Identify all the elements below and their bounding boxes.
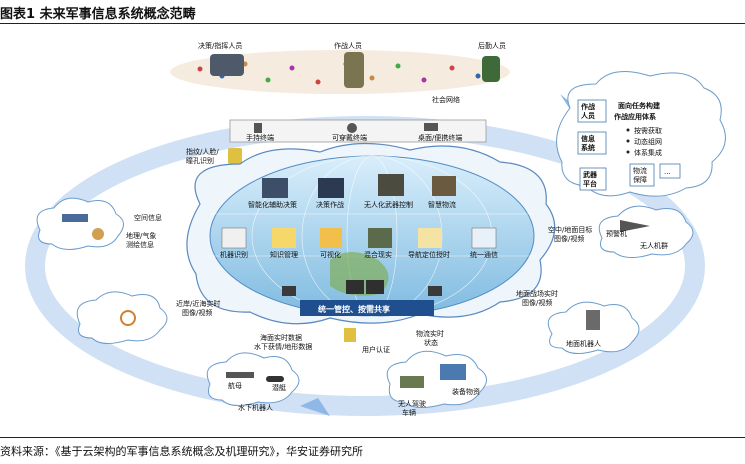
app-knowledge-label: 知识管理 bbox=[270, 250, 298, 259]
panel-box-weapon-label-1: 武器 bbox=[583, 170, 598, 179]
globe-app-row1 bbox=[262, 174, 456, 198]
unmanned-vehicle-label-1: 无人驾驶 bbox=[398, 399, 426, 408]
equipment-label: 装备物资 bbox=[452, 387, 480, 396]
crowd-dots bbox=[197, 61, 481, 85]
satellite-icon bbox=[62, 214, 88, 222]
submarine-label: 潜艇 bbox=[272, 383, 286, 392]
commander-figure bbox=[210, 54, 244, 76]
wearable-icon bbox=[347, 123, 357, 133]
app-recognition-label: 机器识别 bbox=[220, 250, 248, 259]
globe-banner-box bbox=[300, 300, 434, 316]
nearshore-label-2: 图像/视频 bbox=[182, 308, 212, 317]
panel-box-weapon-label-2: 平台 bbox=[583, 179, 597, 188]
bullet-dot-2 bbox=[626, 139, 630, 143]
logistics-label-1: 物流实时 bbox=[416, 329, 444, 338]
figure-title: 图表1 未来军事信息系统概念范畴 bbox=[0, 7, 196, 22]
vehicle-icon bbox=[400, 376, 424, 388]
flow-arrow-bottom bbox=[300, 398, 330, 416]
terminal-bar bbox=[229, 119, 487, 143]
ring-device-icon bbox=[120, 310, 136, 326]
panel-box-logistics-label-2: 保障 bbox=[633, 175, 647, 184]
air-ground-label-2: 图像/视频 bbox=[554, 234, 584, 243]
user-auth-label: 用户认证 bbox=[362, 345, 390, 354]
geo-info-label-2: 测绘信息 bbox=[126, 240, 154, 249]
soldier-figure bbox=[344, 52, 364, 88]
panel-box-logistics-label-1: 物流 bbox=[633, 166, 647, 175]
panel-bullet-2: 动态组网 bbox=[634, 137, 662, 146]
social-network-label: 社会网络 bbox=[432, 95, 460, 104]
ocean-cloud bbox=[206, 352, 300, 406]
handheld-icon bbox=[254, 123, 262, 133]
bullet-dot-3 bbox=[626, 150, 630, 154]
terminal-handheld-label: 手持终端 bbox=[246, 133, 274, 142]
app-smart-decision-label: 智能化辅助决策 bbox=[248, 200, 297, 209]
ground-robot-label: 地面机器人 bbox=[566, 339, 601, 348]
containers-icon bbox=[440, 364, 466, 380]
app-visualization-label: 可视化 bbox=[320, 250, 341, 259]
panel-box-logistics bbox=[629, 163, 655, 187]
dish-icon bbox=[92, 228, 104, 240]
server-icons bbox=[282, 280, 442, 296]
bullet-dot-1 bbox=[626, 128, 630, 132]
ground-battle-label-2: 图像/视频 bbox=[522, 298, 552, 307]
panel-box-personnel bbox=[577, 99, 607, 123]
aircraft-icon bbox=[620, 220, 650, 232]
panel-box-personnel-label-2: 人员 bbox=[581, 111, 595, 120]
role-commander-label: 决策/指挥人员 bbox=[198, 41, 242, 50]
auth-label-1: 指纹/人脸/ bbox=[186, 147, 219, 156]
terminal-desktop-label: 桌面/便携终端 bbox=[418, 133, 462, 142]
globe-app-row2 bbox=[221, 227, 497, 249]
panel-box-info-label-2: 系统 bbox=[581, 143, 595, 152]
aircraft-label: 预警机 bbox=[606, 229, 627, 238]
panel-header-line2: 作战应用体系 bbox=[614, 112, 656, 121]
logistics-label-2: 状态 bbox=[424, 338, 438, 347]
panel-box-personnel-label-1: 作战 bbox=[581, 102, 595, 111]
panel-box-more-label: ... bbox=[664, 168, 671, 176]
role-combat-label: 作战人员 bbox=[334, 41, 362, 50]
title-rule bbox=[0, 23, 745, 24]
app-navigation-label: 导航定位授时 bbox=[408, 250, 450, 259]
air-cloud bbox=[598, 205, 694, 258]
social-network-crowd bbox=[170, 50, 510, 94]
ground-battle-label-1: 地面战场实时 bbox=[516, 289, 558, 298]
ocean-data-label-2: 水下获情/地形数据 bbox=[254, 342, 312, 351]
underwater-robot-label: 水下机器人 bbox=[238, 403, 273, 412]
left-cloud-bottom bbox=[76, 291, 168, 344]
desktop-icon bbox=[424, 123, 438, 131]
source-note: 资料来源：《基于云架构的军事信息系统概念及机理研究》，华安证券研究所 bbox=[0, 445, 363, 458]
ground-robot-icon bbox=[586, 310, 600, 330]
nearshore-label-1: 近岸/近海实时 bbox=[176, 299, 220, 308]
unmanned-vehicle-label-2: 车辆 bbox=[402, 408, 416, 417]
geo-info-label-1: 地理/气象 bbox=[126, 231, 156, 240]
app-unified-comm-label: 统一通信 bbox=[470, 250, 498, 259]
app-mixed-reality-label: 混合现实 bbox=[364, 250, 392, 259]
role-logistics-label: 后勤人员 bbox=[478, 41, 506, 50]
submarine-icon bbox=[266, 376, 284, 382]
drone-swarm-label: 无人机群 bbox=[640, 241, 668, 250]
concept-diagram: 决策/指挥人员 作战人员 后勤人员 社会网络 手持终端 可穿戴终端 桌面/便携终… bbox=[25, 41, 726, 417]
panel-header-line1: 面向任务构建 bbox=[618, 101, 661, 110]
app-decision-combat-label: 决策作战 bbox=[316, 200, 344, 209]
panel-box-more bbox=[659, 163, 681, 179]
app-smart-logistics-label: 智慧物流 bbox=[428, 200, 456, 209]
air-ground-label-1: 空中/地面目标 bbox=[548, 225, 592, 234]
user-auth-icon bbox=[344, 328, 356, 342]
terminal-wearable-label: 可穿戴终端 bbox=[332, 133, 367, 142]
panel-box-weapon bbox=[579, 167, 607, 191]
panel-bullet-1: 按需获取 bbox=[634, 126, 662, 135]
ocean-data-label-1: 海面实时数据 bbox=[260, 333, 302, 342]
logistics-figure bbox=[482, 56, 500, 82]
auth-label-2: 瞳孔识别 bbox=[186, 156, 214, 165]
panel-box-info bbox=[577, 131, 607, 155]
fingerprint-icon bbox=[228, 148, 242, 164]
panel-box-info-label-1: 信息 bbox=[581, 134, 595, 143]
source-rule bbox=[0, 437, 745, 438]
globe-banner-label: 统一管控、按需共享 bbox=[318, 304, 390, 314]
carrier-icon bbox=[226, 372, 254, 378]
space-info-label: 空间信息 bbox=[134, 213, 162, 222]
carrier-label: 航母 bbox=[228, 381, 242, 390]
left-cloud-top bbox=[36, 197, 124, 250]
app-unmanned-weapon-label: 无人化武器控制 bbox=[364, 200, 413, 209]
panel-bullet-3: 体系集成 bbox=[634, 148, 662, 157]
